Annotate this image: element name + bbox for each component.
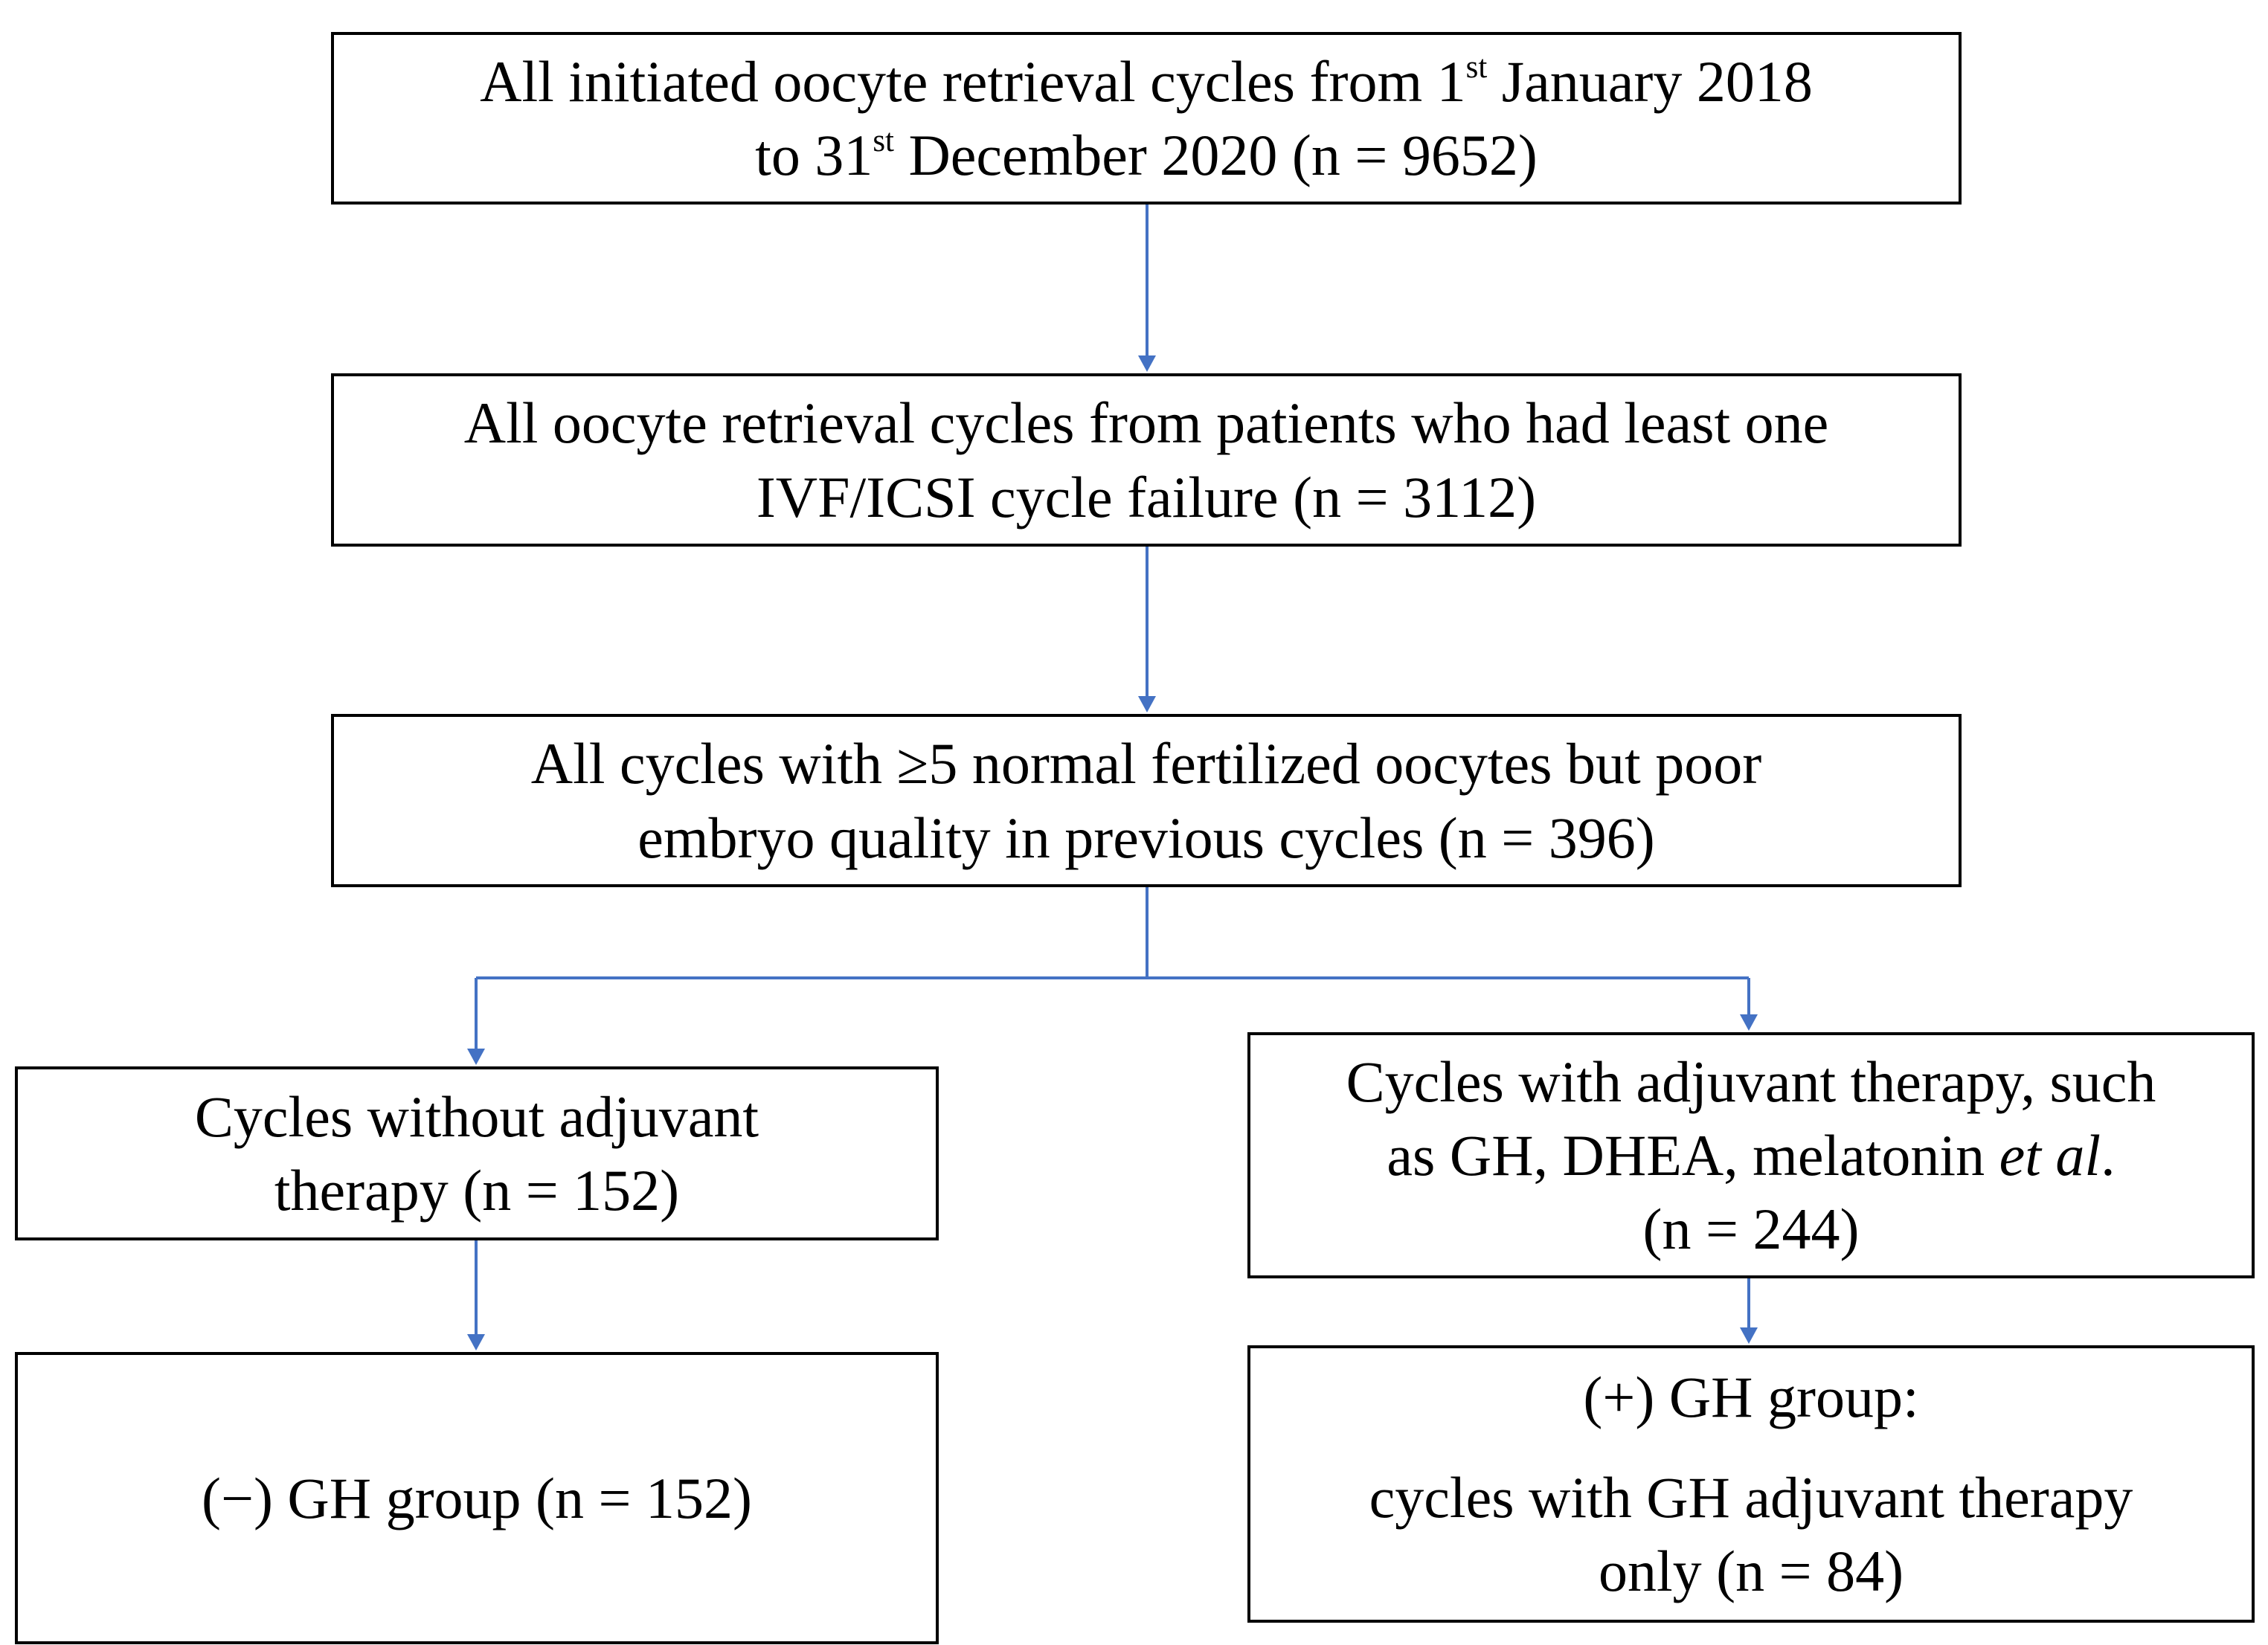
arrowhead-to-without-adjuvant bbox=[467, 1049, 485, 1065]
all-cycles-line-2-text-end: December 2020 (n = 9652) bbox=[893, 123, 1538, 187]
plus-gh-line-2: cycles with GH adjuvant therapy bbox=[1369, 1464, 2133, 1530]
with-adjuvant-et-al: et al bbox=[1999, 1122, 2101, 1188]
all-cycles-line-1-text-end: January 2018 bbox=[1487, 48, 1813, 114]
box-poor-embryo-quality: All cycles with ≥5 normal fertilized ooc… bbox=[331, 714, 1962, 887]
with-adjuvant-line-2-period: . bbox=[2101, 1122, 2116, 1188]
without-adjuvant-line-1: Cycles without adjuvant bbox=[194, 1084, 759, 1149]
all-cycles-line-1: All initiated oocyte retrieval cycles fr… bbox=[480, 45, 1813, 118]
plus-gh-line-3: only (n = 84) bbox=[1598, 1539, 1904, 1604]
with-adjuvant-line-3: (n = 244) bbox=[1642, 1197, 1860, 1262]
all-cycles-line-1-text: All initiated oocyte retrieval cycles fr… bbox=[480, 48, 1466, 114]
box-ivf-icsi-failure: All oocyte retrieval cycles from patient… bbox=[331, 373, 1962, 547]
all-cycles-line-2: to 31st December 2020 (n = 9652) bbox=[755, 118, 1538, 192]
arrowhead-to-minus-gh bbox=[467, 1334, 485, 1351]
arrowhead-to-plus-gh bbox=[1740, 1327, 1758, 1344]
arrowhead-all-to-failure bbox=[1138, 355, 1156, 372]
arrowhead-failure-to-poor-quality bbox=[1138, 696, 1156, 712]
with-adjuvant-line-1: Cycles with adjuvant therapy, such bbox=[1346, 1049, 2156, 1114]
with-adjuvant-line-2: as GH, DHEA, melatonin et al. bbox=[1387, 1118, 2115, 1192]
box-without-adjuvant-therapy: Cycles without adjuvant therapy (n = 152… bbox=[15, 1066, 939, 1240]
all-cycles-line-1-sup: st bbox=[1465, 49, 1488, 85]
poor-quality-line-1: All cycles with ≥5 normal fertilized ooc… bbox=[530, 731, 1762, 796]
plus-gh-line-1: (+) GH group: bbox=[1583, 1364, 1919, 1429]
box-plus-gh-group: (+) GH group: cycles with GH adjuvant th… bbox=[1247, 1345, 2255, 1623]
box-minus-gh-group: (−) GH group (n = 152) bbox=[15, 1352, 939, 1644]
arrowhead-to-with-adjuvant bbox=[1740, 1014, 1758, 1031]
poor-quality-line-2: embryo quality in previous cycles (n = 3… bbox=[637, 805, 1655, 870]
box-all-initiated-cycles: All initiated oocyte retrieval cycles fr… bbox=[331, 32, 1962, 205]
without-adjuvant-line-2: therapy (n = 152) bbox=[274, 1158, 680, 1223]
box-with-adjuvant-therapy: Cycles with adjuvant therapy, such as GH… bbox=[1247, 1032, 2255, 1278]
minus-gh-line-1: (−) GH group (n = 152) bbox=[201, 1465, 752, 1530]
with-adjuvant-line-2-text: as GH, DHEA, melatonin bbox=[1387, 1122, 1999, 1188]
all-cycles-line-2-text: to 31 bbox=[755, 123, 873, 187]
failure-line-1: All oocyte retrieval cycles from patient… bbox=[463, 390, 1829, 456]
all-cycles-line-2-sup: st bbox=[873, 123, 894, 158]
failure-line-2: IVF/ICSI cycle failure (n = 3112) bbox=[756, 464, 1537, 529]
